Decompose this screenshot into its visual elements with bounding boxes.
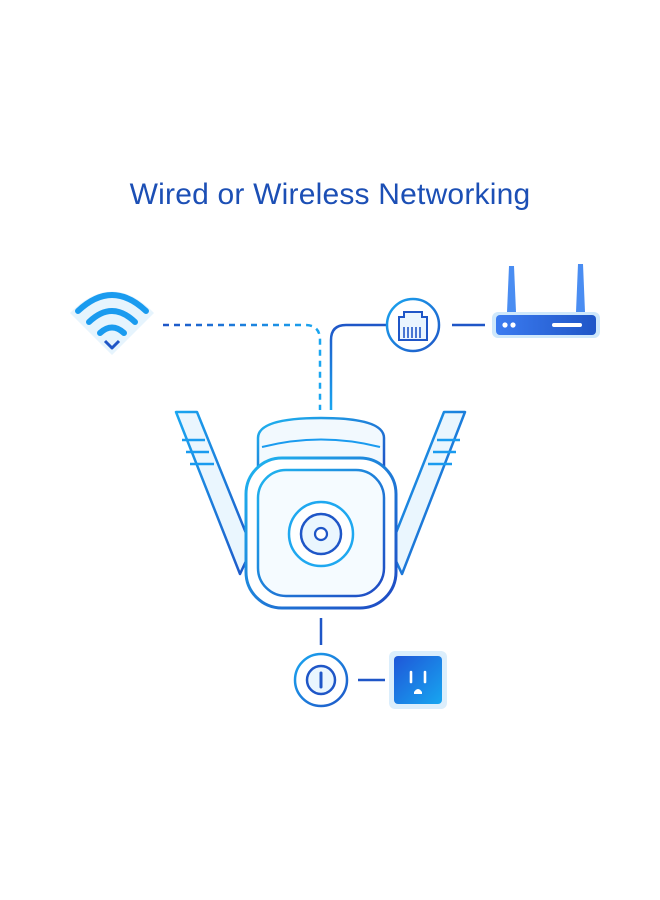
router-icon [492, 264, 600, 338]
wifi-icon [70, 291, 154, 355]
page-title: Wired or Wireless Networking [129, 178, 531, 211]
ethernet-port-icon [385, 297, 441, 353]
wired-link [329, 323, 386, 410]
wireless-dashed-link [163, 323, 322, 410]
power-outlet-icon [389, 651, 447, 709]
camera-antenna-right [388, 410, 467, 576]
security-camera-icon [244, 416, 398, 610]
camera-antenna-left [174, 410, 254, 576]
power-connector-icon [293, 652, 349, 708]
